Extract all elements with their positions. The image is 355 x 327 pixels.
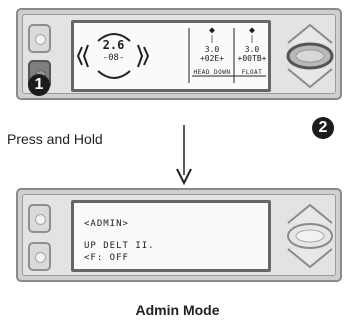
diamond-icon: ◆ <box>248 25 256 36</box>
side-button-upper[interactable] <box>28 204 51 233</box>
lcd-screen: <ADMIN> UP DELT II. <F: OFF <box>71 200 271 272</box>
nav-up-arrow-icon[interactable] <box>287 203 333 224</box>
tile-subvalue: +00TB+ <box>237 54 267 63</box>
step-badge-2: 2 <box>312 117 334 139</box>
center-subvalue: -08- <box>102 53 125 63</box>
tile-label: FLOAT <box>241 69 263 76</box>
diamond-stem-icon: | <box>209 34 215 43</box>
center-value: 2.6 <box>102 38 125 52</box>
admin-screen-line2: UP DELT II. <box>84 241 155 251</box>
nav-down-arrow-icon[interactable] <box>287 248 333 269</box>
tile-float: ◆ | 3.0 +00TB+ FLOAT <box>235 25 269 87</box>
tile-head-down: ◆ | 3.0 +02E+ HEAD DOWN <box>190 25 234 87</box>
nav-pad <box>287 203 333 269</box>
nav-select-inner <box>295 229 325 243</box>
diamond-icon: ◆ <box>208 25 216 36</box>
admin-screen-line3: <F: OFF <box>84 253 129 263</box>
diamond-stem-icon: | <box>249 34 255 43</box>
admin-screen-line1: <ADMIN> <box>84 219 129 229</box>
instruction-caption: Press and Hold <box>7 131 103 147</box>
nav-pad <box>286 23 334 89</box>
side-button-lower[interactable] <box>28 242 51 271</box>
mode-caption: Admin Mode <box>135 302 220 318</box>
side-button-upper[interactable] <box>28 24 51 53</box>
nav-select-inner <box>295 49 325 63</box>
nav-up-arrow-icon[interactable] <box>287 23 333 44</box>
tile-value: 3.0 <box>244 45 260 54</box>
controller-unit-bottom: <ADMIN> UP DELT II. <F: OFF <box>16 188 342 282</box>
screen-graphics <box>188 28 266 83</box>
tile-value: 3.0 <box>204 45 220 54</box>
tile-subvalue: +02E+ <box>199 54 225 63</box>
down-arrow-icon <box>176 125 192 185</box>
circle-gauge-icon <box>76 33 150 79</box>
nav-down-arrow-icon[interactable] <box>287 68 333 89</box>
tile-label: HEAD DOWN <box>193 69 231 76</box>
step-badge-1: 1 <box>28 74 50 96</box>
controller-unit-top: 2.6 -08- ◆ | 3.0 +02E+ HEAD DOWN ◆ | 3.0… <box>16 8 342 100</box>
lcd-screen: 2.6 -08- ◆ | 3.0 +02E+ HEAD DOWN ◆ | 3.0… <box>71 20 271 92</box>
